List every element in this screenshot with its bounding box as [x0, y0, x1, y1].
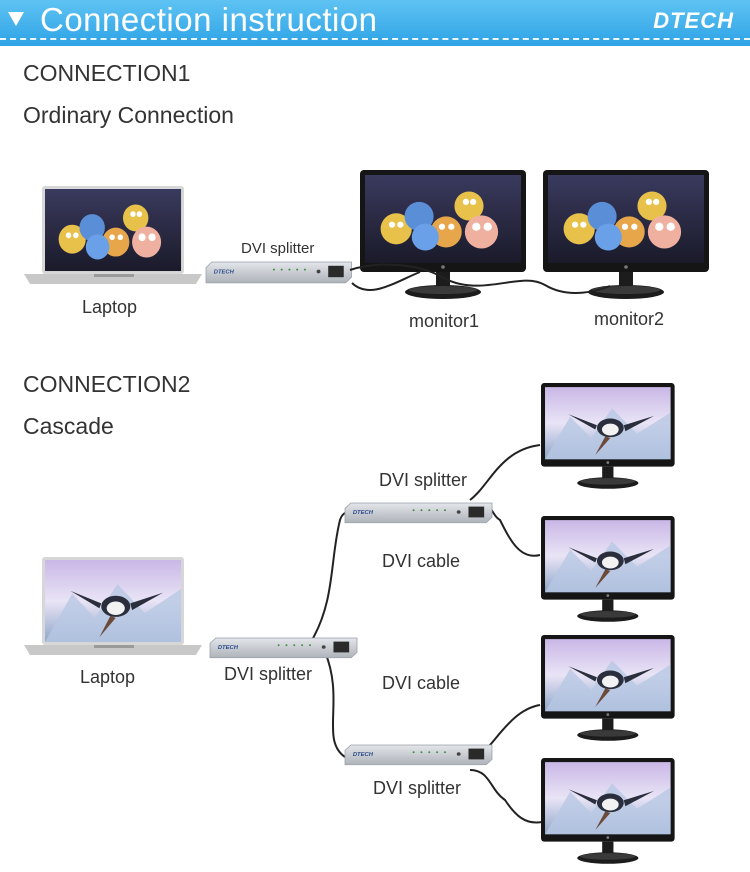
cables-2 — [311, 444, 543, 824]
laptop-1 — [24, 186, 202, 284]
triangle-icon — [8, 12, 24, 26]
monitor-2 — [543, 170, 709, 299]
connection1-heading: CONNECTION1 — [23, 60, 191, 86]
splitter-main — [209, 637, 358, 659]
splitter-1 — [205, 261, 352, 284]
header-banner: Connection instruction DTECH — [0, 0, 750, 46]
connection1-laptop-label: Laptop — [82, 297, 138, 317]
splitter-main-label: DVI splitter — [224, 664, 313, 684]
monitor1-label: monitor1 — [409, 311, 480, 331]
splitter-top-label: DVI splitter — [379, 470, 468, 490]
monitor-c2-2 — [541, 516, 675, 622]
connection2-laptop-label: Laptop — [80, 667, 136, 687]
cables-1 — [349, 263, 611, 294]
brand-logo: DTECH — [653, 8, 734, 33]
monitor-c2-4 — [541, 758, 675, 864]
splitter-top — [344, 502, 493, 524]
cable-bottom-label: DVI cable — [382, 673, 461, 693]
connection1-subheading: Ordinary Connection — [23, 102, 234, 128]
cable-top-label: DVI cable — [382, 551, 461, 571]
connection2-heading: CONNECTION2 — [23, 371, 191, 397]
header-stripe — [0, 38, 750, 40]
monitor-c2-1 — [541, 383, 675, 489]
connection2-subheading: Cascade — [23, 413, 114, 439]
monitor2-label: monitor2 — [594, 309, 665, 329]
monitor-c2-3 — [541, 635, 675, 741]
monitor-1 — [360, 170, 526, 299]
page-title: Connection instruction — [40, 1, 378, 38]
laptop-2 — [24, 557, 202, 655]
splitter-bottom — [344, 744, 493, 766]
connection1-splitter-label: DVI splitter — [241, 240, 315, 257]
splitter-bottom-label: DVI splitter — [373, 778, 462, 798]
